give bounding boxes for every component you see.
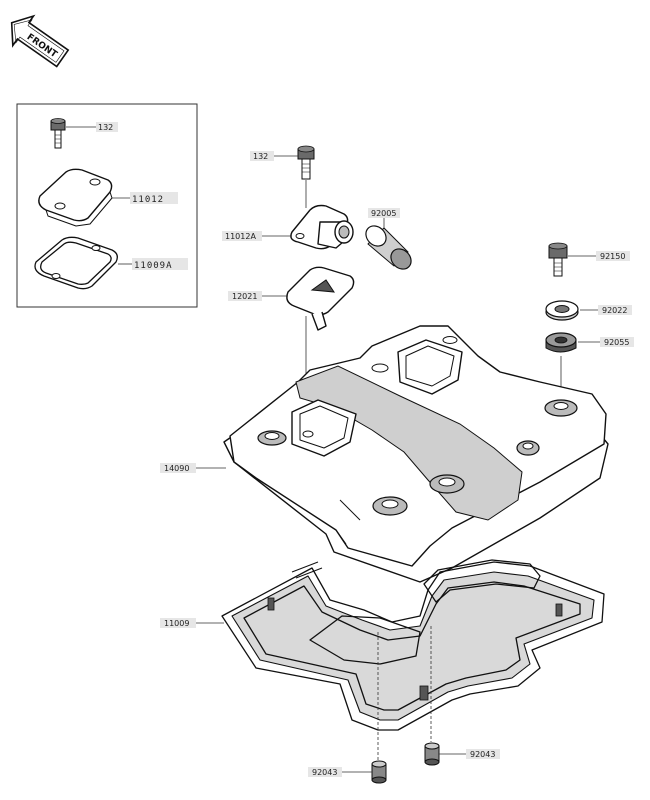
cap-fitting-icon	[290, 204, 354, 250]
callout-cylinder-head-cover[interactable]: 14090	[160, 463, 196, 473]
hose-icon	[365, 225, 412, 270]
callout-hose[interactable]: 92005	[368, 208, 400, 218]
callout-cap-fitting[interactable]: 11012A	[222, 231, 262, 241]
callout-reed-valve-plate[interactable]: 12021	[228, 291, 262, 301]
svg-text:12021: 12021	[232, 292, 257, 301]
inset-bolt-icon	[50, 118, 66, 149]
svg-text:92005: 92005	[371, 209, 396, 218]
head-cover-gasket-icon	[221, 559, 605, 731]
callout-head-cover-gasket[interactable]: 11009	[160, 618, 196, 628]
bolt-icon	[297, 145, 315, 180]
svg-text:14090: 14090	[164, 464, 189, 473]
front-arrow-icon: FRONT	[10, 14, 70, 68]
reed-valve-plate-icon	[286, 266, 355, 331]
grommet-icon	[545, 332, 577, 353]
svg-text:11012: 11012	[132, 195, 164, 205]
callout-grommet[interactable]: 92055	[600, 337, 634, 347]
inset-cap-icon	[38, 168, 113, 227]
callout-dowel-pin-right[interactable]: 92043	[466, 749, 500, 759]
stud-bolt-icon	[548, 242, 568, 277]
callout-washer[interactable]: 92022	[598, 305, 632, 315]
svg-text:11009A: 11009A	[134, 261, 173, 271]
callout-dowel-pin-left[interactable]: 92043	[308, 767, 342, 777]
svg-text:11012A: 11012A	[225, 232, 256, 241]
callout-inset-cap[interactable]: 11012	[130, 192, 178, 205]
callout-inset-gasket[interactable]: 11009A	[132, 258, 188, 271]
svg-text:92055: 92055	[604, 338, 629, 347]
svg-text:92043: 92043	[470, 750, 495, 759]
svg-text:11009: 11009	[164, 619, 189, 628]
svg-text:132: 132	[98, 123, 113, 132]
callout-stud-bolt[interactable]: 92150	[596, 251, 630, 261]
cylinder-head-cover-icon	[223, 325, 609, 583]
svg-text:92043: 92043	[312, 768, 337, 777]
washer-icon	[545, 300, 579, 321]
svg-text:132: 132	[253, 152, 268, 161]
inset-gasket-icon	[34, 236, 118, 290]
dowel-pin-left-icon	[371, 760, 387, 784]
inset-frame	[16, 103, 198, 308]
dowel-pin-right-icon	[424, 742, 440, 766]
callout-bolt[interactable]: 132	[250, 151, 274, 161]
svg-text:92150: 92150	[600, 252, 625, 261]
callout-inset-bolt[interactable]: 132	[96, 122, 118, 132]
svg-text:92022: 92022	[602, 306, 627, 315]
